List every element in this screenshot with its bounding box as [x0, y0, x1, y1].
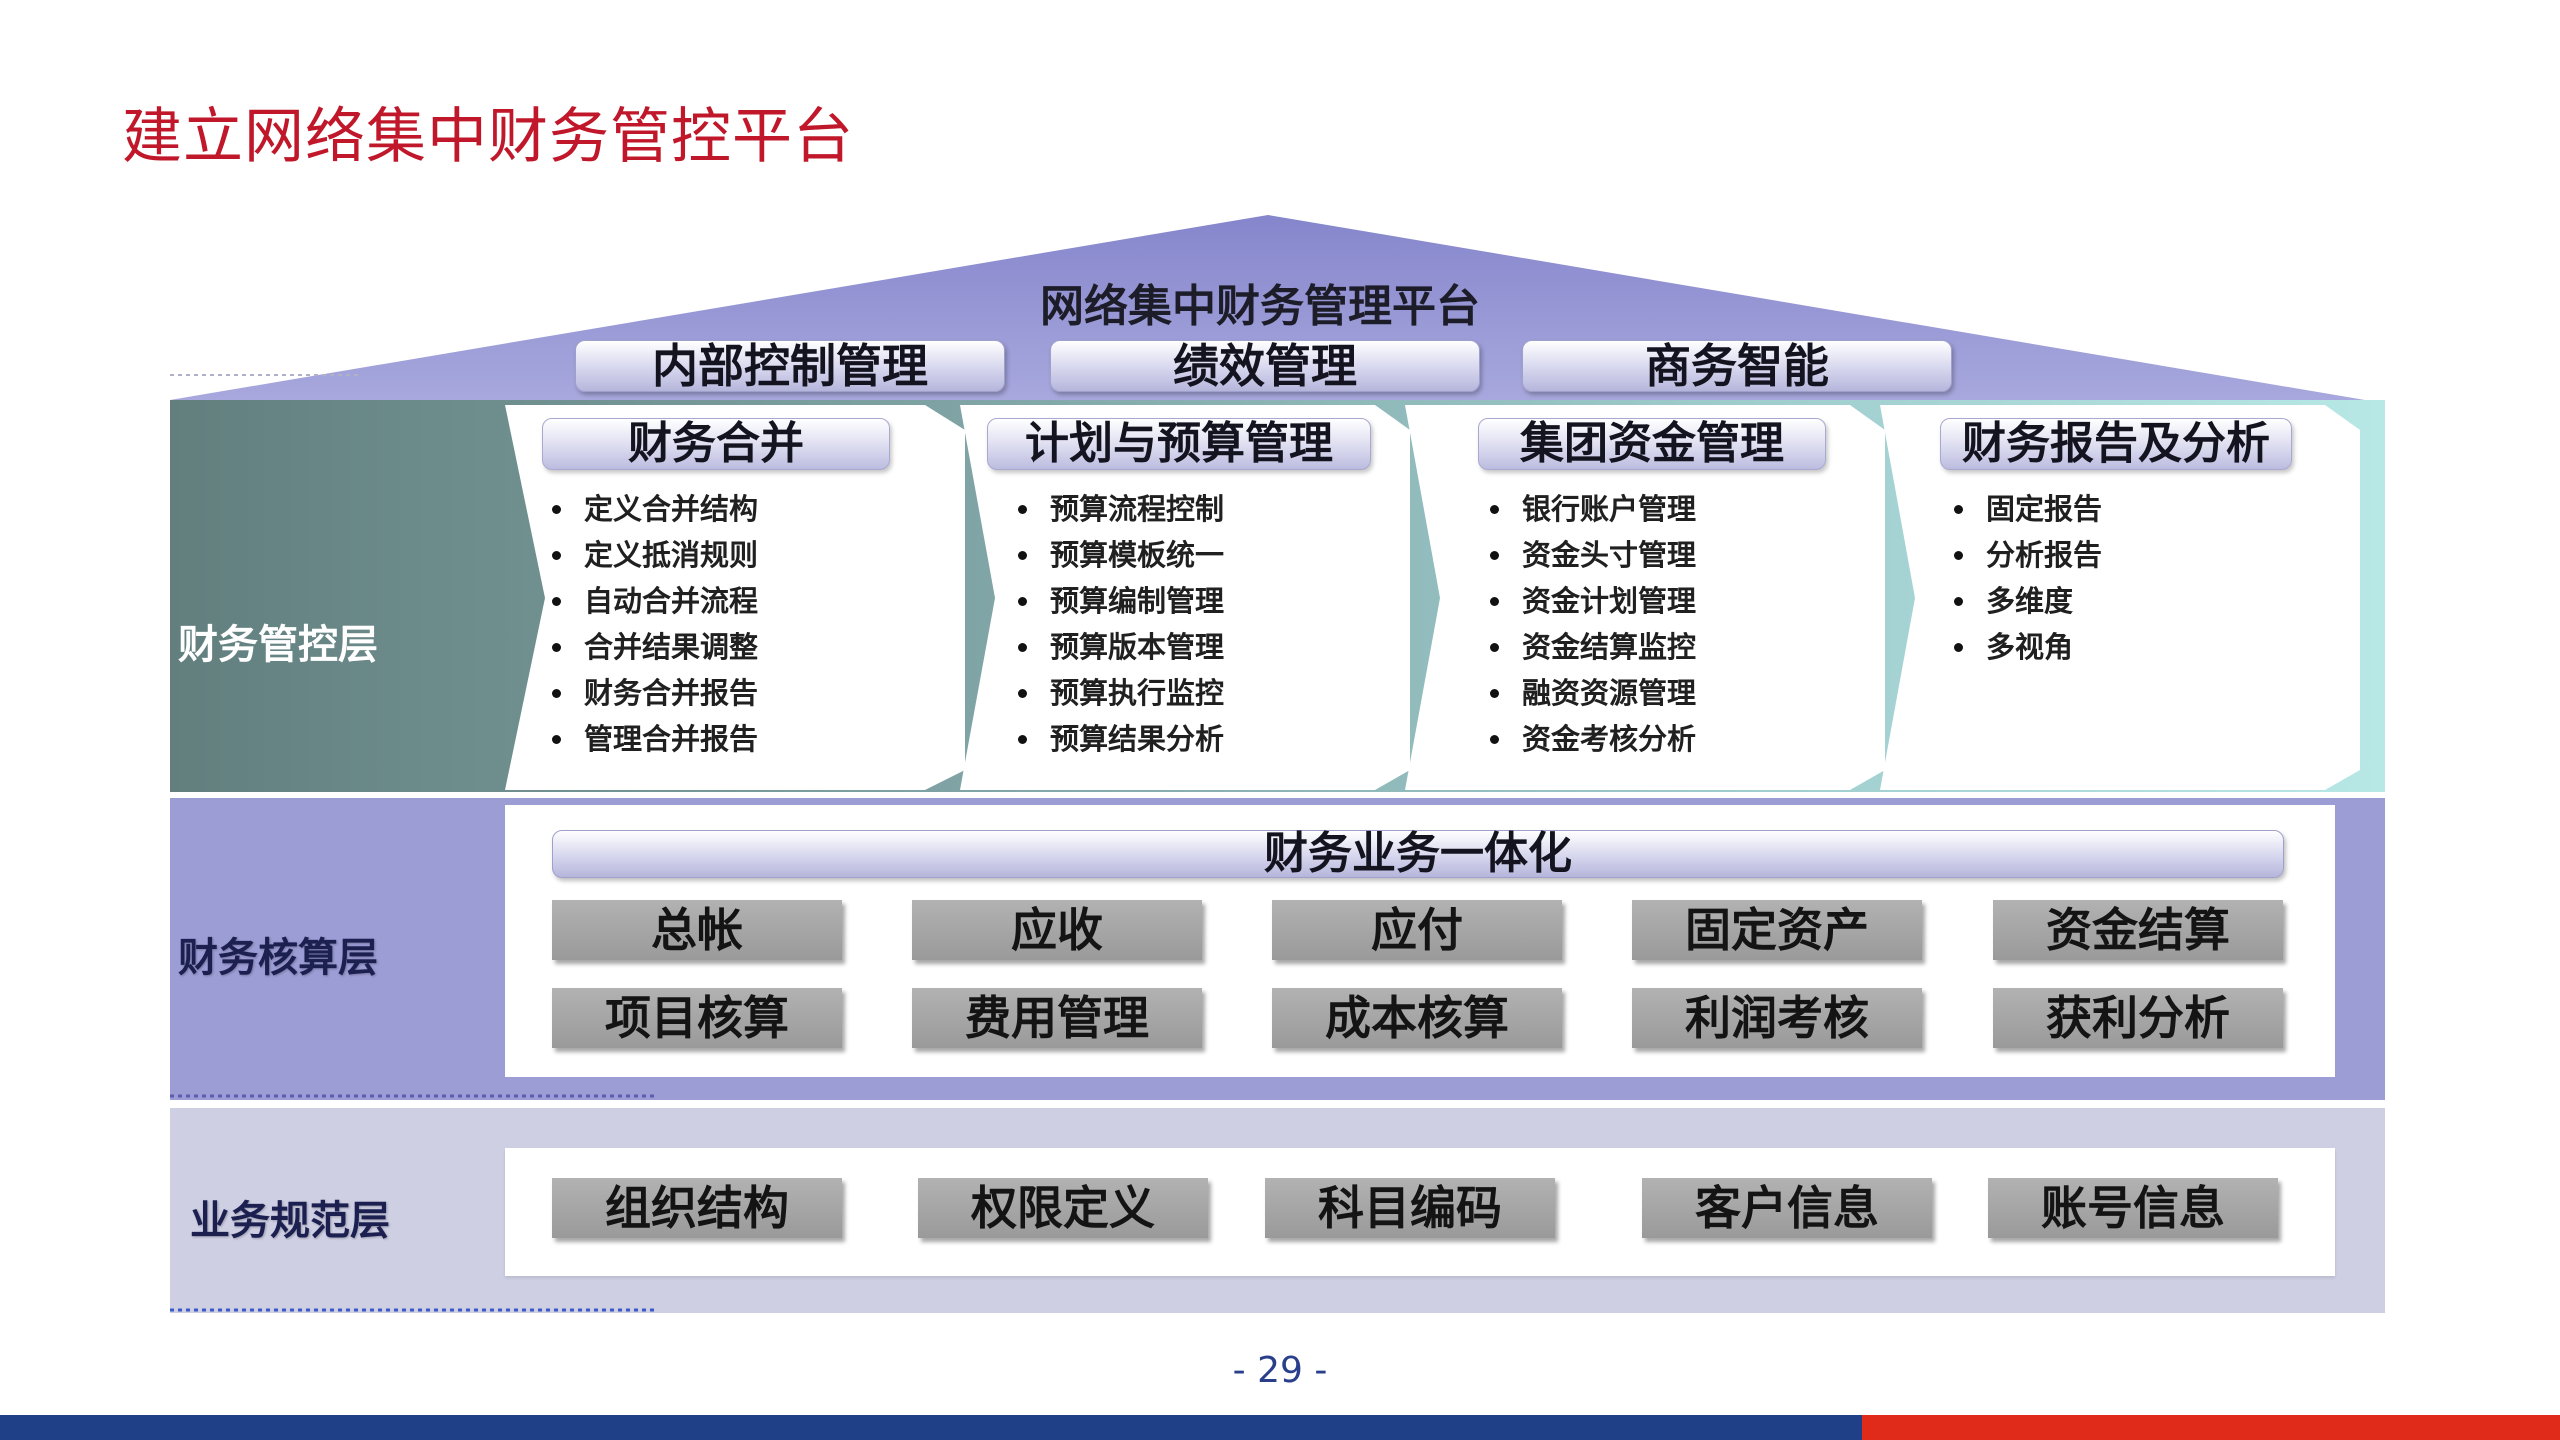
- list-item: 银行账户管理: [1478, 486, 1696, 532]
- footer-bar-blue: [0, 1415, 1862, 1440]
- standard-account-info: 账号信息: [1988, 1178, 2278, 1238]
- standard-layer-label: 业务规范层: [190, 1198, 390, 1244]
- list-item: 资金头寸管理: [1478, 532, 1696, 578]
- module-expense-management: 费用管理: [912, 988, 1202, 1048]
- list-item: 分析报告: [1942, 532, 2102, 578]
- module-profitability-analysis: 获利分析: [1993, 988, 2283, 1048]
- module-profit-assessment: 利润考核: [1632, 988, 1922, 1048]
- list-item: 固定报告: [1942, 486, 2102, 532]
- standard-permissions: 权限定义: [918, 1178, 1208, 1238]
- accounting-layer-label: 财务核算层: [178, 935, 378, 981]
- page-title: 建立网络集中财务管控平台: [122, 102, 854, 172]
- footer-bar-red: [1862, 1415, 2560, 1440]
- module-project-accounting: 项目核算: [552, 988, 842, 1048]
- pill-performance: 绩效管理: [1050, 340, 1480, 392]
- module-fixed-assets: 固定资产: [1632, 900, 1922, 960]
- column-title-budget: 计划与预算管理: [987, 418, 1371, 470]
- list-item: 预算执行监控: [1006, 670, 1224, 716]
- list-item: 管理合并报告: [540, 716, 758, 762]
- page-number: - 29 -: [1232, 1350, 1328, 1391]
- standard-account-codes: 科目编码: [1265, 1178, 1555, 1238]
- column-panel-1: [505, 405, 965, 790]
- column-list-reporting: 固定报告 分析报告 多维度 多视角: [1942, 486, 2102, 670]
- column-list-consolidation: 定义合并结构 定义抵消规则 自动合并流程 合并结果调整 财务合并报告 管理合并报…: [540, 486, 758, 762]
- list-item: 合并结果调整: [540, 624, 758, 670]
- column-panel-4: [1880, 405, 2360, 790]
- module-cost-accounting: 成本核算: [1272, 988, 1562, 1048]
- module-receivables: 应收: [912, 900, 1202, 960]
- list-item: 定义合并结构: [540, 486, 758, 532]
- list-item: 资金结算监控: [1478, 624, 1696, 670]
- column-title-consolidation: 财务合并: [542, 418, 890, 470]
- list-item: 多维度: [1942, 578, 2102, 624]
- list-item: 定义抵消规则: [540, 532, 758, 578]
- module-fund-settlement: 资金结算: [1993, 900, 2283, 960]
- list-item: 资金计划管理: [1478, 578, 1696, 624]
- column-list-treasury: 银行账户管理 资金头寸管理 资金计划管理 资金结算监控 融资资源管理 资金考核分…: [1478, 486, 1696, 762]
- list-item: 财务合并报告: [540, 670, 758, 716]
- list-item: 预算模板统一: [1006, 532, 1224, 578]
- list-item: 资金考核分析: [1478, 716, 1696, 762]
- pill-internal-control: 内部控制管理: [575, 340, 1005, 392]
- column-panel-3: [1405, 405, 1885, 790]
- standard-customer-info: 客户信息: [1642, 1178, 1932, 1238]
- module-general-ledger: 总帐: [552, 900, 842, 960]
- pill-business-intelligence: 商务智能: [1522, 340, 1952, 392]
- standard-org-structure: 组织结构: [552, 1178, 842, 1238]
- list-item: 预算编制管理: [1006, 578, 1224, 624]
- module-payables: 应付: [1272, 900, 1562, 960]
- list-item: 预算结果分析: [1006, 716, 1224, 762]
- list-item: 自动合并流程: [540, 578, 758, 624]
- list-item: 多视角: [1942, 624, 2102, 670]
- column-panel-2: [960, 405, 1410, 790]
- list-item: 融资资源管理: [1478, 670, 1696, 716]
- control-layer-label: 财务管控层: [178, 622, 378, 668]
- roof-title: 网络集中财务管理平台: [1040, 281, 1480, 332]
- column-list-budget: 预算流程控制 预算模板统一 预算编制管理 预算版本管理 预算执行监控 预算结果分…: [1006, 486, 1224, 762]
- list-item: 预算版本管理: [1006, 624, 1224, 670]
- accounting-header: 财务业务一体化: [552, 830, 2284, 878]
- column-title-reporting: 财务报告及分析: [1940, 418, 2292, 470]
- column-title-treasury: 集团资金管理: [1478, 418, 1826, 470]
- list-item: 预算流程控制: [1006, 486, 1224, 532]
